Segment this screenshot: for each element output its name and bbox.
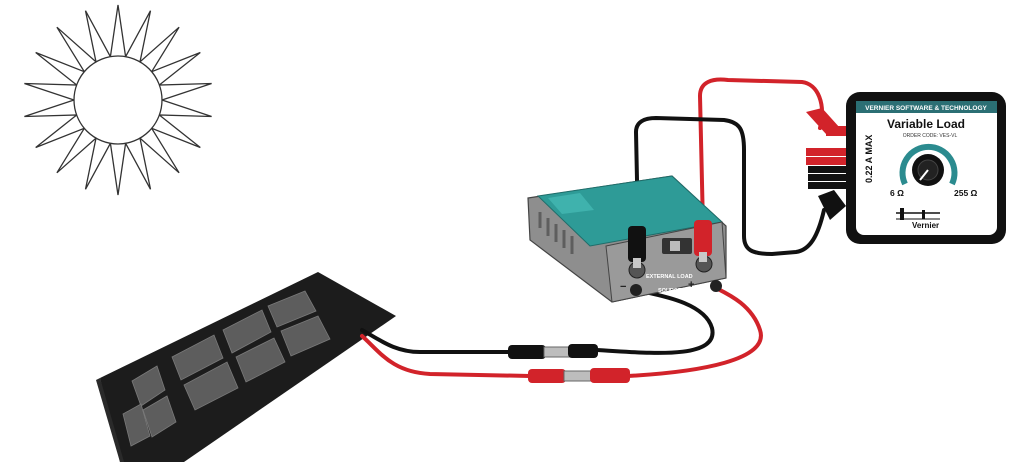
- source-black-wire: [594, 288, 715, 355]
- wiring: [360, 77, 826, 378]
- panel-black-wire: [360, 328, 512, 354]
- order-code: ORDER CODE: VES-VL: [903, 133, 958, 139]
- load-black-clip: [818, 190, 846, 220]
- source-label: SOURCE: [658, 288, 682, 294]
- load-red-clip: [806, 108, 846, 136]
- minus-label: −: [620, 281, 626, 293]
- red-clip-interface: [694, 220, 712, 262]
- load-red-wire: [698, 77, 824, 228]
- max-resistance-label: 255 Ω: [954, 188, 978, 198]
- brand-banner: VERNIER SOFTWARE & TECHNOLOGY: [865, 105, 987, 112]
- device-title: Variable Load: [887, 117, 965, 131]
- external-load-label: EXTERNAL LOAD: [646, 274, 693, 280]
- load-black-wire: [634, 116, 826, 256]
- plus-label: +: [688, 279, 694, 291]
- max-current-label: 0.22 A MAX: [864, 135, 874, 183]
- load-terminal-stack: [806, 148, 846, 189]
- source-red-wire: [626, 286, 763, 378]
- variable-load-device: VERNIER SOFTWARE & TECHNOLOGY Variable L…: [846, 92, 1006, 244]
- min-resistance-label: 6 Ω: [890, 188, 904, 198]
- logo-text: Vernier: [912, 221, 939, 230]
- panel-red-wire: [360, 334, 532, 378]
- sun-icon: [24, 4, 212, 196]
- solar-cells: [122, 290, 331, 447]
- black-clip-interface: [628, 226, 646, 268]
- solar-panel: [96, 272, 396, 462]
- red-inline-connector: [528, 368, 630, 383]
- black-inline-connector: [508, 344, 598, 359]
- vernier-logo: Vernier: [896, 208, 940, 230]
- resistance-knob[interactable]: [899, 143, 958, 186]
